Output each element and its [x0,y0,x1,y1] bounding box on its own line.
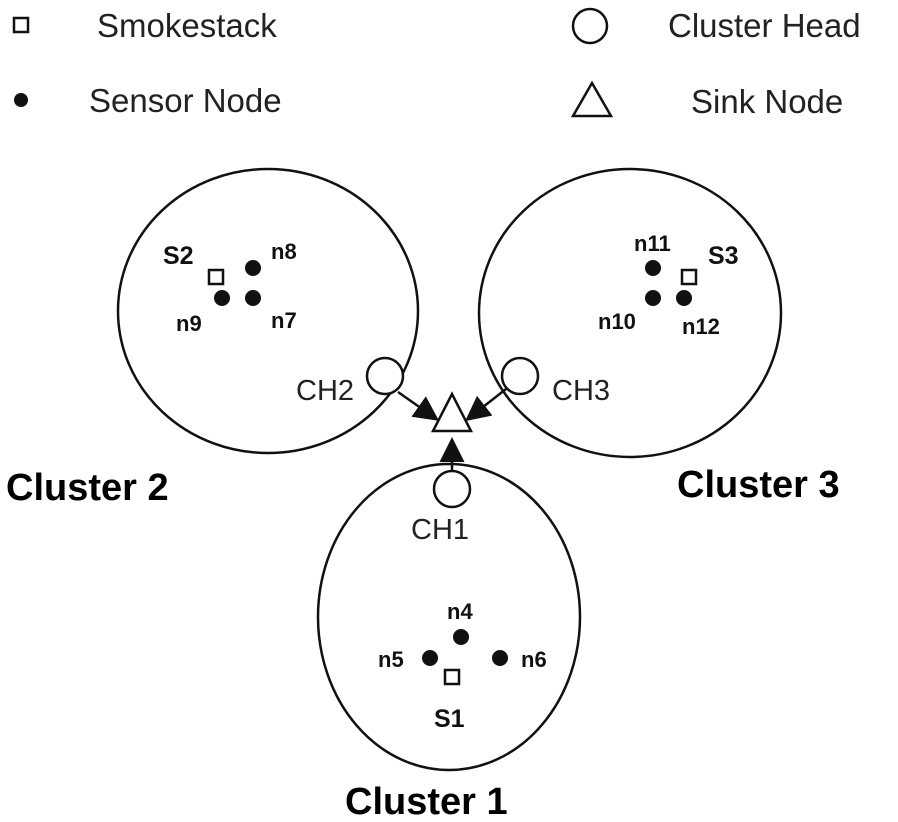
n7-label: n7 [271,308,297,333]
n12-label: n12 [682,314,720,339]
cluster-3-title: Cluster 3 [677,464,840,506]
cluster-1-title: Cluster 1 [345,781,508,822]
n11-label: n11 [634,231,671,256]
sensor-node-n6-icon [492,650,508,666]
n8-label: n8 [271,239,297,264]
sensor-node-n11-icon [645,260,661,276]
arrow-ch3-to-sink [465,388,507,422]
sensor-node-n12-icon [676,290,692,306]
n9-label: n9 [176,311,202,336]
smokestack-s1-icon [443,668,461,686]
smokestack-s3-icon [680,268,698,286]
cluster-2-title: Cluster 2 [6,467,169,509]
sink-node-legend-icon [570,80,614,118]
sensor-node-n7-icon [245,290,261,306]
smokestack-legend-icon [12,16,30,34]
cluster-head-ch2-icon [365,356,405,396]
legend-smokestack-label: Smokestack [97,7,277,44]
legend: Smokestack Cluster Head Sensor Node Sink… [12,7,861,120]
arrow-ch2-to-sink [397,390,440,421]
cluster-head-ch1-icon [432,469,472,509]
n10-label: n10 [598,309,636,334]
cluster-3-boundary [477,167,783,459]
sink-node-icon [430,391,474,433]
legend-sink-node-label: Sink Node [691,83,843,120]
ch2-label: CH2 [296,375,354,407]
ch1-label: CH1 [411,514,469,546]
s2-label: S2 [163,242,194,270]
sensor-node-n4-icon [453,629,469,645]
cluster-head-legend-icon [571,7,609,45]
ch3-label: CH3 [552,375,610,407]
legend-cluster-head-label: Cluster Head [668,7,861,44]
n4-label: n4 [447,599,473,624]
cluster-2-boundary [116,167,420,455]
s3-label: S3 [708,242,739,270]
smokestack-s2-icon [207,268,225,286]
sensor-node-n10-icon [645,290,661,306]
s1-label: S1 [434,705,465,733]
n6-label: n6 [521,647,547,672]
sensor-node-n8-icon [245,260,261,276]
sensor-node-n5-icon [422,650,438,666]
cluster-3-contents: S3 n11 n10 n12 [598,231,739,339]
cluster-2-contents: S2 n8 n7 n9 [163,239,297,336]
cluster-head-ch3-icon [500,356,540,396]
cluster-1-contents: n4 n5 n6 S1 [378,599,547,733]
n5-label: n5 [378,647,404,672]
cluster-1-boundary [316,462,582,772]
sensor-node-legend-icon [14,93,28,107]
legend-sensor-node-label: Sensor Node [89,82,282,119]
sensor-node-n9-icon [214,290,230,306]
